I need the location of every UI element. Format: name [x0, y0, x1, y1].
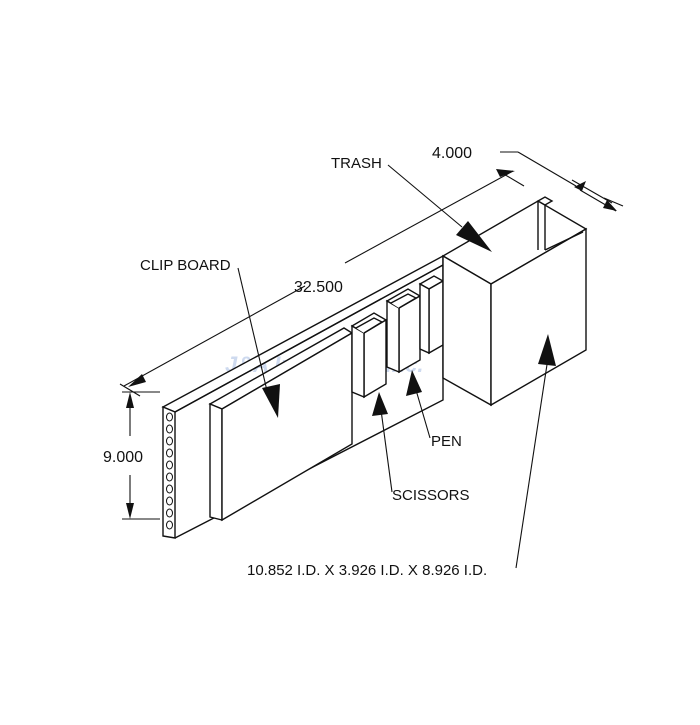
scissors-label: SCISSORS	[392, 487, 470, 504]
mounting-holes	[166, 412, 173, 530]
pen-label: PEN	[431, 433, 462, 450]
width-dimension-value: 4.000	[432, 145, 472, 162]
leader-arrowheads	[262, 221, 556, 418]
height-dimension-value: 9.000	[103, 449, 143, 466]
trash-bin-shape	[441, 196, 588, 407]
leader-lines	[237, 164, 549, 569]
clip-board-label: CLIP BOARD	[140, 257, 231, 274]
scissors-holder-shape	[350, 312, 388, 399]
inner-dimensions-label: 10.852 I.D. X 3.926 I.D. X 8.926 I.D.	[247, 562, 487, 579]
trash-label: TRASH	[331, 155, 382, 172]
dimension-lines	[119, 151, 624, 520]
clip-board-shape	[208, 327, 354, 522]
pen-holder-shape	[385, 288, 422, 374]
dimension-arrowheads	[126, 169, 617, 519]
length-dimension-value: 32.500	[294, 279, 343, 296]
small-tube-shape	[418, 275, 445, 355]
